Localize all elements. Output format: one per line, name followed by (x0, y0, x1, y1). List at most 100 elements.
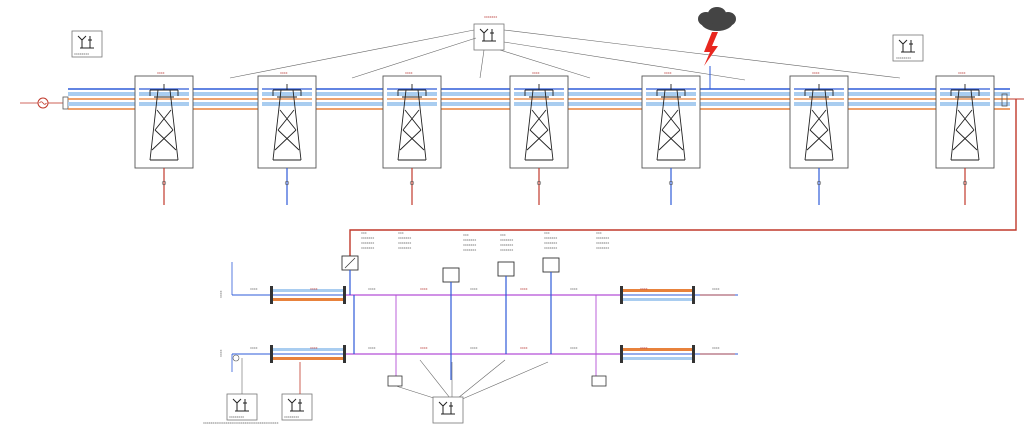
annotation-line: xxxxxxx (463, 243, 476, 247)
annotation-line: xxxxxxx (544, 236, 557, 240)
tower-block-1: xxxx (134, 71, 194, 205)
annotation-line: xxxxxxx (596, 246, 609, 250)
bus-tick-label: xxxx (470, 287, 478, 291)
svg-text:xxxx: xxxx (157, 71, 165, 75)
svg-text:xxxx: xxxx (532, 71, 540, 75)
annotation-line: xxx (500, 233, 506, 237)
tower-block-6: xxxx (789, 71, 849, 205)
annotation-line: xxx (398, 231, 404, 235)
annotation-line: xxxxxxx (544, 246, 557, 250)
bus-tick-label: xxxx (640, 346, 648, 350)
device-box-top-left: xxxxxxxx (71, 30, 103, 58)
device-box-bottom-center (432, 396, 464, 424)
annotation-line: xxx (361, 231, 367, 235)
svg-text:xxxx: xxxx (219, 290, 223, 298)
bus-tick-label: xxxx (420, 346, 428, 350)
bus-tick-labels: xxxx xxxx xxxx xxxx xxxx xxxx xxxx xxxx xxxx xxxx… (250, 287, 720, 350)
device-fan-lines (229, 29, 901, 81)
svg-text:xxxx: xxxx (280, 71, 288, 75)
annotation-line: xxxxxxx (361, 236, 374, 240)
device-box-top-right: xxxxxxxx (892, 34, 924, 62)
annotation-line: xxxxxxx (398, 236, 411, 240)
feeder-connection (349, 99, 1017, 260)
svg-text:xxxxxxxx: xxxxxxxx (284, 415, 299, 419)
lightning-bolt-icon (704, 32, 718, 66)
bus-tick-label: xxxx (368, 346, 376, 350)
device-box-bottom-left-2: xxxxxxxx (281, 362, 313, 421)
annotation-line: xxxxxxx (361, 246, 374, 250)
left-bus-labels: xxxx xxxx (219, 262, 240, 372)
svg-text:xxxxxxx: xxxxxxx (484, 15, 497, 19)
bus-tick-label: xxxx (420, 287, 428, 291)
svg-text:xxxx: xxxx (812, 71, 820, 75)
annotation-line: xxxxxxx (398, 241, 411, 245)
svg-text:xxxx: xxxx (958, 71, 966, 75)
transmission-tower-icon (656, 84, 686, 161)
purple-taps (395, 295, 597, 380)
tower-block-7: xxxx (935, 71, 995, 205)
tower-block-5: xxxx (641, 71, 701, 205)
bottom-fan-lines (395, 359, 549, 401)
bus-tick-label: xxxx (470, 346, 478, 350)
annotation-line: xxx (544, 231, 550, 235)
svg-text:xxxx: xxxx (219, 349, 223, 357)
annotation-line: xxxxxxx (500, 248, 513, 252)
bus-tick-label: xxxx (310, 287, 318, 291)
bus-tick-label: xxxx (250, 287, 258, 291)
bus-end-arrows (700, 294, 735, 355)
bus-tick-label: xxxx (310, 346, 318, 350)
junction-box-left (387, 375, 403, 387)
meter-block-1 (341, 255, 359, 354)
bus-tick-label: xxxx (640, 287, 648, 291)
transmission-tower-icon (804, 84, 834, 161)
annotation-line: xxx (463, 233, 469, 237)
transmission-tower-icon (149, 84, 179, 161)
bus-tick-label: xxxx (712, 346, 720, 350)
bus-tick-label: xxxx (368, 287, 376, 291)
bus-tick-label: xxxx (520, 346, 528, 350)
bottom-distribution-section: xxxxxxxxxxxxxxxxxxxxxxxxxxxxxxxxxxxxxxxx… (203, 231, 738, 425)
junction-box-right (591, 375, 607, 387)
ac-source-icon (20, 97, 63, 109)
annotation-line: xxxxxxx (596, 241, 609, 245)
transmission-tower-icon (397, 84, 427, 161)
annotation-line: xxxxxxx (544, 241, 557, 245)
transmission-tower-icon (950, 84, 980, 161)
annotation-line: xxxxxxx (361, 241, 374, 245)
breaker-right (1001, 93, 1008, 107)
tower-block-3: xxxx (382, 71, 442, 205)
meter-block-3 (497, 261, 515, 354)
annotation-line: xxx (596, 231, 602, 235)
transmission-tower-icon (272, 84, 302, 161)
bus-tick-label: xxxx (570, 287, 578, 291)
bus-tick-label: xxxx (712, 287, 720, 291)
annotation-line: xxxxxxx (596, 236, 609, 240)
bus-tick-label: xxxx (520, 287, 528, 291)
breaker-left (62, 96, 69, 110)
tower-group: xxxx xxxx xxxx xxxx xxxx xxxx xxxx (134, 71, 995, 205)
footer-caption: xxxxxxxxxxxxxxxxxxxxxxxxxxxxxxxxxxxxxxxx (203, 421, 279, 425)
svg-text:xxxxxxxx: xxxxxxxx (74, 52, 89, 56)
tower-block-4: xxxx (509, 71, 569, 205)
bus-tick-label: xxxx (570, 346, 578, 350)
device-box-top-center: xxxxxxx (473, 15, 505, 51)
svg-text:xxxxxxxx: xxxxxxxx (896, 56, 911, 60)
annotation-labels: xxxxxxxxxxxxxxxxxxxxxxxxxxxxxxxxxxxxxxxx… (361, 231, 609, 252)
meter-block-2 (442, 267, 460, 380)
svg-text:xxxx: xxxx (664, 71, 672, 75)
svg-text:xxxxxxxx: xxxxxxxx (229, 415, 244, 419)
bus-line-upper (232, 286, 738, 304)
annotation-line: xxxxxxx (500, 243, 513, 247)
transmission-tower-icon (524, 84, 554, 161)
meter-block-4 (542, 257, 560, 354)
annotation-line: xxxxxxx (463, 248, 476, 252)
annotation-line: xxxxxxx (398, 246, 411, 250)
annotation-line: xxxxxxx (500, 238, 513, 242)
svg-text:xxxx: xxxx (405, 71, 413, 75)
tower-block-2: xxxx (257, 71, 317, 205)
annotation-line: xxxxxxx (463, 238, 476, 242)
bus-tick-label: xxxx (250, 346, 258, 350)
